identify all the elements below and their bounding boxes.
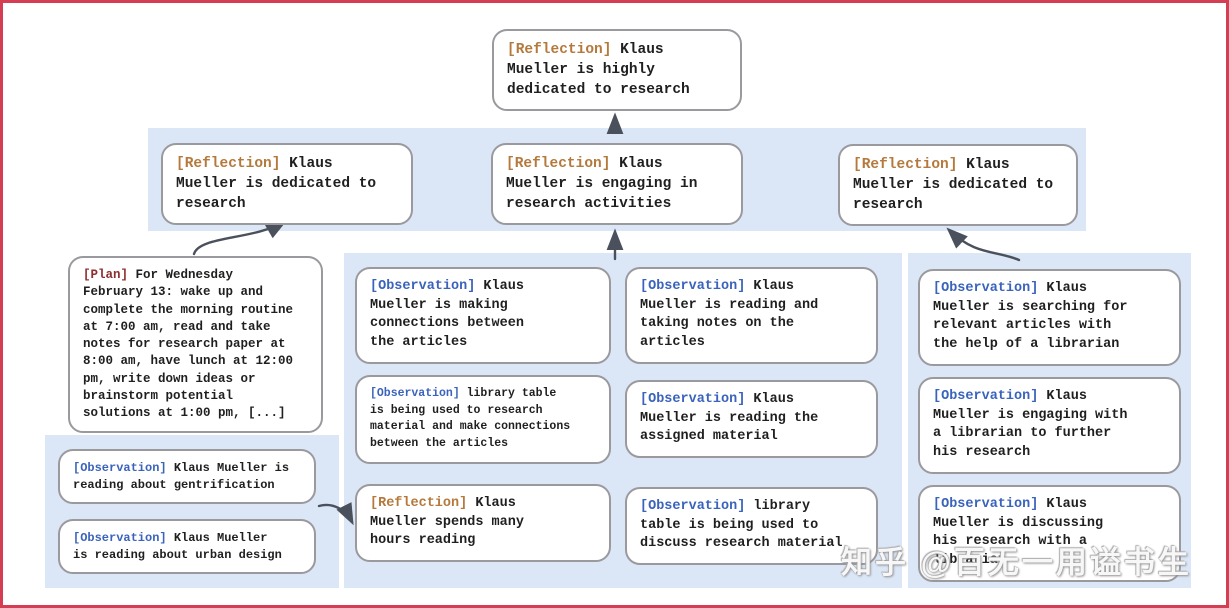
node-observation-library-table-discuss: [Observation]library table is being used…	[625, 487, 878, 565]
node-text: library table is being used to research …	[370, 387, 571, 451]
node-text: Klaus Mueller is reading the assigned ma…	[640, 392, 819, 445]
node-observation-making-connections: [Observation]Klaus Mueller is making con…	[355, 267, 611, 364]
node-observation-urban-design: [Observation]Klaus Mueller is reading ab…	[58, 519, 316, 575]
node-text: Klaus Mueller is reading about gentrific…	[73, 461, 290, 492]
node-reflection-left: [Reflection]Klaus Mueller is dedicated t…	[161, 143, 413, 225]
reflection-tag: [Reflection]	[506, 156, 611, 172]
observation-tag: [Observation]	[640, 392, 746, 407]
node-text: library table is being used to discuss r…	[640, 499, 843, 552]
node-text: Klaus Mueller is engaging with a librari…	[933, 389, 1128, 460]
observation-tag: [Observation]	[933, 389, 1039, 404]
node-observation-library-table-research: [Observation]library table is being used…	[355, 375, 611, 464]
node-text: Klaus Mueller is engaging in research ac…	[506, 156, 698, 212]
node-observation-engaging-librarian: [Observation]Klaus Mueller is engaging w…	[918, 377, 1181, 474]
reflection-tag: [Reflection]	[176, 156, 281, 172]
node-reflection-root: [Reflection]Klaus Mueller is highly dedi…	[492, 29, 742, 111]
node-text: Klaus Mueller is discussing his research…	[933, 497, 1104, 568]
node-observation-searching-articles: [Observation]Klaus Mueller is searching …	[918, 269, 1181, 366]
node-reflection-right: [Reflection]Klaus Mueller is dedicated t…	[838, 144, 1078, 226]
node-observation-gentrification: [Observation]Klaus Mueller is reading ab…	[58, 449, 316, 505]
node-text: Klaus Mueller is reading and taking note…	[640, 279, 819, 350]
node-text: For Wednesday February 13: wake up and c…	[83, 268, 294, 420]
node-text: Klaus Mueller spends many hours reading	[370, 496, 524, 549]
observation-tag: [Observation]	[933, 281, 1039, 296]
reflection-tag: [Reflection]	[370, 496, 468, 511]
reflection-tag: [Reflection]	[853, 157, 958, 173]
observation-tag: [Observation]	[73, 461, 167, 475]
node-text: Klaus Mueller is dedicated to research	[176, 156, 377, 212]
observation-tag: [Observation]	[73, 531, 167, 545]
observation-tag: [Observation]	[370, 387, 460, 400]
node-text: Klaus Mueller is making connections betw…	[370, 279, 524, 350]
node-text: Klaus Mueller is reading about urban des…	[73, 531, 282, 562]
observation-tag: [Observation]	[370, 279, 476, 294]
node-observation-discussing-research: [Observation]Klaus Mueller is discussing…	[918, 485, 1181, 582]
node-observation-assigned-material: [Observation]Klaus Mueller is reading th…	[625, 380, 878, 458]
node-text: Klaus Mueller is highly dedicated to res…	[507, 42, 690, 98]
observation-tag: [Observation]	[640, 499, 746, 514]
reflection-tag: [Reflection]	[507, 42, 612, 58]
node-plan: [Plan]For Wednesday February 13: wake up…	[68, 256, 323, 434]
plan-tag: [Plan]	[83, 268, 129, 282]
observation-tag: [Observation]	[640, 279, 746, 294]
node-observation-taking-notes: [Observation]Klaus Mueller is reading an…	[625, 267, 878, 364]
node-reflection-hours-reading: [Reflection]Klaus Mueller spends many ho…	[355, 484, 611, 562]
node-text: Klaus Mueller is searching for relevant …	[933, 281, 1128, 352]
node-text: Klaus Mueller is dedicated to research	[853, 157, 1054, 213]
node-reflection-center: [Reflection]Klaus Mueller is engaging in…	[491, 143, 743, 225]
observation-tag: [Observation]	[933, 497, 1039, 512]
